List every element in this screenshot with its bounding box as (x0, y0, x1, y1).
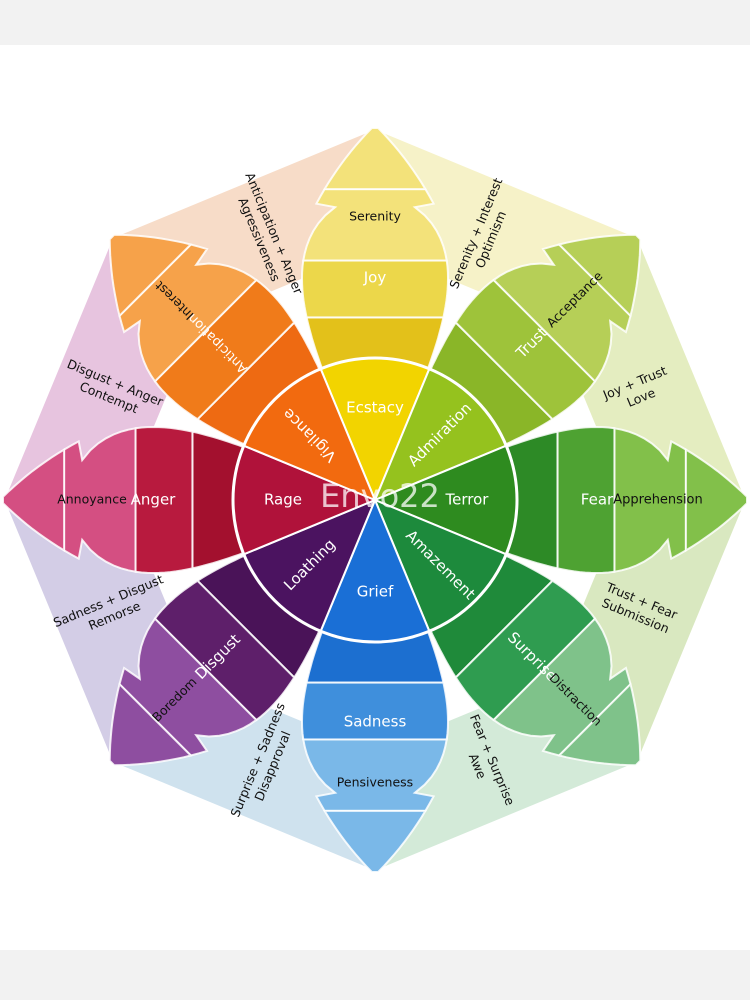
label-fear-inner: Terror (445, 491, 490, 509)
label-sadness-inner: Grief (357, 583, 394, 601)
watermark-text: Envo22 (320, 477, 440, 515)
label-anger-inner: Rage (264, 491, 302, 509)
label-joy-mid: Joy (363, 269, 387, 287)
petal-joy-outer-band (302, 188, 448, 262)
label-joy-inner: Ecstacy (346, 399, 404, 417)
petal-sadness-mid-band (300, 681, 450, 741)
label-fear-outer: Apprehension (613, 493, 703, 508)
label-anger-outer: Annoyance (57, 492, 127, 507)
center-ring (231, 356, 519, 644)
label-sadness-outer: Pensiveness (337, 775, 413, 790)
petal-surprise-tip-band (557, 682, 642, 767)
petal-fear-tip-band (684, 447, 748, 553)
petal-disgust-tip-band (108, 682, 193, 767)
label-fear-mid: Fear (581, 491, 614, 509)
petal-trust-tip-band (557, 233, 642, 318)
petal-anger-tip-band (1, 447, 66, 553)
label-joy-outer: Serenity (349, 209, 401, 224)
label-sadness-mid: Sadness (344, 713, 407, 731)
emotion-petals (1, 127, 748, 873)
petal-anticipation-tip-band (108, 233, 193, 318)
petal-joy-tip-band (322, 127, 428, 191)
label-anger-mid: Anger (131, 491, 177, 509)
wheel-center (231, 356, 519, 644)
petal-sadness-tip-band (322, 809, 428, 873)
